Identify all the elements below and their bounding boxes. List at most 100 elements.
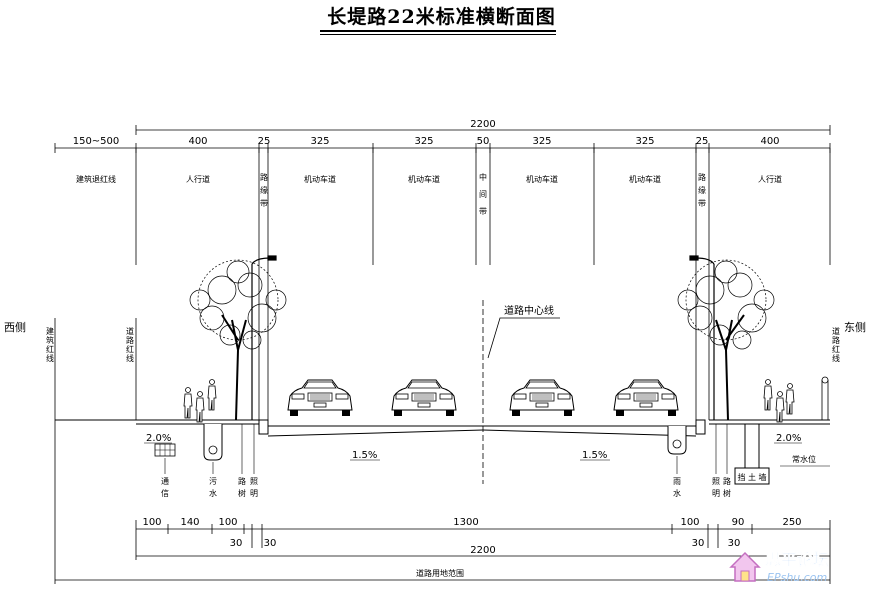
vlabel-left-3: 红: [46, 344, 54, 354]
bottom-small-2: 30: [264, 538, 277, 549]
site-watermark: 思平论坛 EPshu.com: [729, 550, 829, 584]
road-red-right-1: 道: [832, 326, 840, 336]
title-underline-thin: [320, 34, 556, 35]
util-sewage-2: 水: [209, 488, 217, 498]
bottom-dim-5: 100: [680, 517, 699, 528]
util-road-tree-r-1: 路: [723, 476, 731, 486]
top-dim-sidewalk-left: 400: [188, 136, 207, 147]
retaining-wall-footing: [734, 467, 770, 485]
car-lane-2: [391, 379, 457, 417]
road-red-right-2: 路: [832, 335, 840, 345]
zone-median-3: 带: [479, 207, 487, 216]
util-rain-2: 水: [673, 488, 681, 498]
bottom-dimension-chain: 100 140 100 1300 100 90 250 30 30 30 30: [135, 517, 831, 560]
road-red-left-3: 红: [126, 344, 134, 354]
east-post-cap: [821, 376, 829, 384]
road-red-left-1: 道: [126, 326, 134, 336]
util-rain-1: 雨: [673, 477, 681, 486]
bottom-small-4: 30: [728, 538, 741, 549]
top-dim-lane-2: 325: [414, 136, 433, 147]
top-dim-sidewalk-right: 400: [760, 136, 779, 147]
slope-right-sidewalk: 2.0%: [776, 433, 801, 444]
zone-curb-left-3: 带: [260, 199, 268, 208]
bottom-small-3: 30: [692, 538, 705, 549]
watermark-brand: 思平论坛: [765, 550, 829, 569]
zone-curb-left-1: 路: [260, 172, 268, 182]
watermark-house-icon: [729, 551, 761, 582]
watermark-url: EPshu.com: [767, 571, 827, 584]
east-red-line-post: [821, 379, 829, 421]
top-total-label: 2200: [470, 119, 495, 130]
util-road-tree-2: 树: [238, 488, 246, 498]
west-side-label: 西侧: [4, 321, 26, 334]
zone-lane-3: 机动车道: [526, 174, 558, 184]
road-red-left-4: 线: [126, 353, 134, 363]
road-red-line-left: 道 路 红 线: [126, 326, 134, 363]
curb-block-right: [695, 419, 706, 435]
top-dim-median: 50: [477, 136, 490, 147]
building-red-line-vertical: 建 筑 红 线: [46, 326, 54, 363]
vlabel-left-4: 线: [46, 353, 54, 363]
zone-median-2: 间: [479, 190, 487, 199]
util-sewage-1: 污: [209, 476, 217, 486]
util-lighting-2: 明: [250, 489, 258, 498]
bottom-dim-7: 250: [782, 517, 801, 528]
bottom-small-1: 30: [230, 538, 243, 549]
top-dimension-chain: 150~500 400 25 325 325 50 325 325 25 400: [54, 136, 831, 153]
top-dim-curb-left: 25: [258, 136, 271, 147]
zone-curb-right-3: 带: [698, 199, 706, 208]
zone-median-1: 中: [479, 172, 487, 182]
sewage-manhole: [203, 424, 223, 461]
top-dimension-total: 2200: [135, 119, 831, 135]
slope-left-sidewalk: 2.0%: [146, 433, 171, 444]
car-lane-1: [287, 379, 353, 417]
zone-sidewalk-right: 人行道: [758, 174, 782, 184]
vlabel-left-2: 筑: [46, 335, 54, 345]
top-dim-lane-3: 325: [532, 136, 551, 147]
zone-curb-right-1: 路: [698, 172, 706, 182]
zone-sidewalk-left: 人行道: [186, 174, 210, 184]
zone-lane-2: 机动车道: [408, 174, 440, 184]
bottom-dim-3: 100: [218, 517, 237, 528]
util-road-tree-1: 路: [238, 476, 246, 486]
slope-left-carriageway: 1.5%: [352, 450, 377, 461]
bottom-total-label: 2200: [470, 545, 495, 556]
top-dim-curb-right: 25: [696, 136, 709, 147]
bottom-dimension-total: 2200: [136, 545, 830, 557]
pedestrian-right-1: [763, 379, 773, 411]
bottom-dim-1: 100: [142, 517, 161, 528]
zone-curb-right-2: 缘: [698, 185, 706, 195]
zone-labels: 建筑退红线 人行道 路 缘 带 机动车道 机动车道 中 间 带 机动车道 机动车…: [76, 172, 782, 216]
drawing-title: 长堤路22米标准横断面图: [327, 6, 556, 28]
zone-separators: [135, 148, 831, 420]
bottom-dim-2: 140: [180, 517, 199, 528]
car-lane-3: [509, 379, 575, 417]
land-range-dimension: 道路用地范围: [54, 420, 831, 584]
road-red-right-4: 线: [832, 353, 840, 363]
zone-building-setback: 建筑退红线: [76, 174, 116, 184]
util-telecom-2: 信: [161, 488, 169, 498]
zone-lane-1: 机动车道: [304, 174, 336, 184]
land-range-label: 道路用地范围: [416, 568, 464, 578]
tree-left: [189, 259, 287, 421]
top-dim-lane-1: 325: [310, 136, 329, 147]
sewage-pipe: [208, 445, 218, 455]
zone-curb-left-2: 缘: [260, 185, 268, 195]
top-dim-lane-4: 325: [635, 136, 654, 147]
road-red-right-3: 红: [832, 344, 840, 354]
pedestrian-right-2: [775, 391, 785, 423]
util-lighting-1: 照: [250, 477, 258, 486]
util-lighting-r-1: 照: [712, 477, 720, 486]
retaining-wall: [744, 423, 760, 469]
rain-pipe: [672, 439, 682, 449]
pedestrian-left-3: [207, 379, 217, 411]
street-lamp-right: [689, 255, 715, 420]
centerline-label: 道路中心线: [504, 304, 554, 317]
bottom-dim-4: 1300: [453, 517, 478, 528]
slope-labels: 2.0% 1.5% 1.5% 2.0%: [144, 433, 802, 461]
bottom-dim-6: 90: [732, 517, 745, 528]
retaining-wall-label: 挡 土 墙: [737, 472, 766, 482]
centerline-leader: [487, 317, 560, 359]
util-telecom-1: 通: [161, 476, 169, 486]
